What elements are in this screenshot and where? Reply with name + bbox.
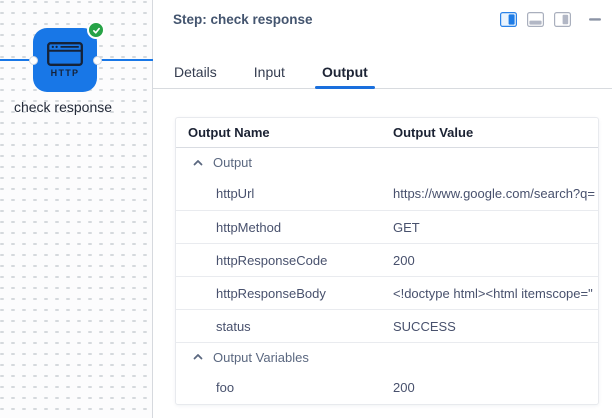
chevron-up-icon[interactable] xyxy=(193,353,203,361)
table-row: status SUCCESS xyxy=(176,309,598,342)
tab-output[interactable]: Output xyxy=(314,59,375,89)
output-name: httpResponseCode xyxy=(216,252,328,268)
dock-bottom-icon[interactable] xyxy=(527,12,544,27)
table-row: httpUrl https://www.google.com/search?q= xyxy=(176,177,598,210)
output-value: SUCCESS xyxy=(393,318,456,334)
tab-details[interactable]: Details xyxy=(174,64,217,80)
browser-window-icon xyxy=(47,42,83,66)
panel-layout-controls xyxy=(500,12,601,27)
table-group-row[interactable]: Output xyxy=(176,148,598,177)
tabs-divider xyxy=(153,88,612,89)
table-row: foo 200 xyxy=(176,371,598,404)
incoming-edge xyxy=(0,58,34,62)
column-output-value: Output Value xyxy=(393,125,474,140)
workflow-canvas[interactable]: HTTP check response xyxy=(0,0,153,418)
table-row: httpResponseBody <!doctype html><html ite… xyxy=(176,276,598,309)
table-row: httpResponseCode 200 xyxy=(176,243,598,276)
input-port[interactable] xyxy=(28,55,38,65)
node-type-label: HTTP xyxy=(50,68,80,78)
group-label: Output xyxy=(213,155,253,170)
panel-title: Step: check response xyxy=(173,12,313,27)
column-output-name: Output Name xyxy=(188,125,270,140)
tab-input[interactable]: Input xyxy=(253,64,285,80)
output-value: <!doctype html><html itemscope=" xyxy=(393,285,593,301)
output-value: 200 xyxy=(393,252,415,268)
output-name: httpMethod xyxy=(216,219,282,235)
output-table-body: Output httpUrl https://www.google.com/sear… xyxy=(176,148,598,404)
output-name: httpResponseBody xyxy=(216,285,326,301)
output-value: 200 xyxy=(393,380,415,395)
output-name: foo xyxy=(216,380,235,395)
table-row: httpMethod GET xyxy=(176,210,598,243)
output-name: httpUrl xyxy=(216,186,255,201)
output-port[interactable] xyxy=(92,55,102,65)
table-header: Output Name Output Value xyxy=(176,118,598,148)
http-node[interactable]: HTTP xyxy=(33,28,97,92)
chevron-up-icon[interactable] xyxy=(193,159,203,167)
check-circle-icon xyxy=(87,21,105,39)
dock-float-icon[interactable] xyxy=(554,12,571,27)
output-name: status xyxy=(216,318,251,334)
table-group-row[interactable]: Output Variables xyxy=(176,342,598,371)
group-label: Output Variables xyxy=(213,349,309,365)
node-label: check response xyxy=(13,99,113,115)
outgoing-edge xyxy=(96,58,153,62)
dock-right-active-icon[interactable] xyxy=(500,12,517,27)
output-value: https://www.google.com/search?q= xyxy=(393,186,595,201)
tabs: Details Input Output xyxy=(167,59,375,89)
output-value: GET xyxy=(393,219,420,235)
minimize-icon[interactable] xyxy=(589,18,601,21)
